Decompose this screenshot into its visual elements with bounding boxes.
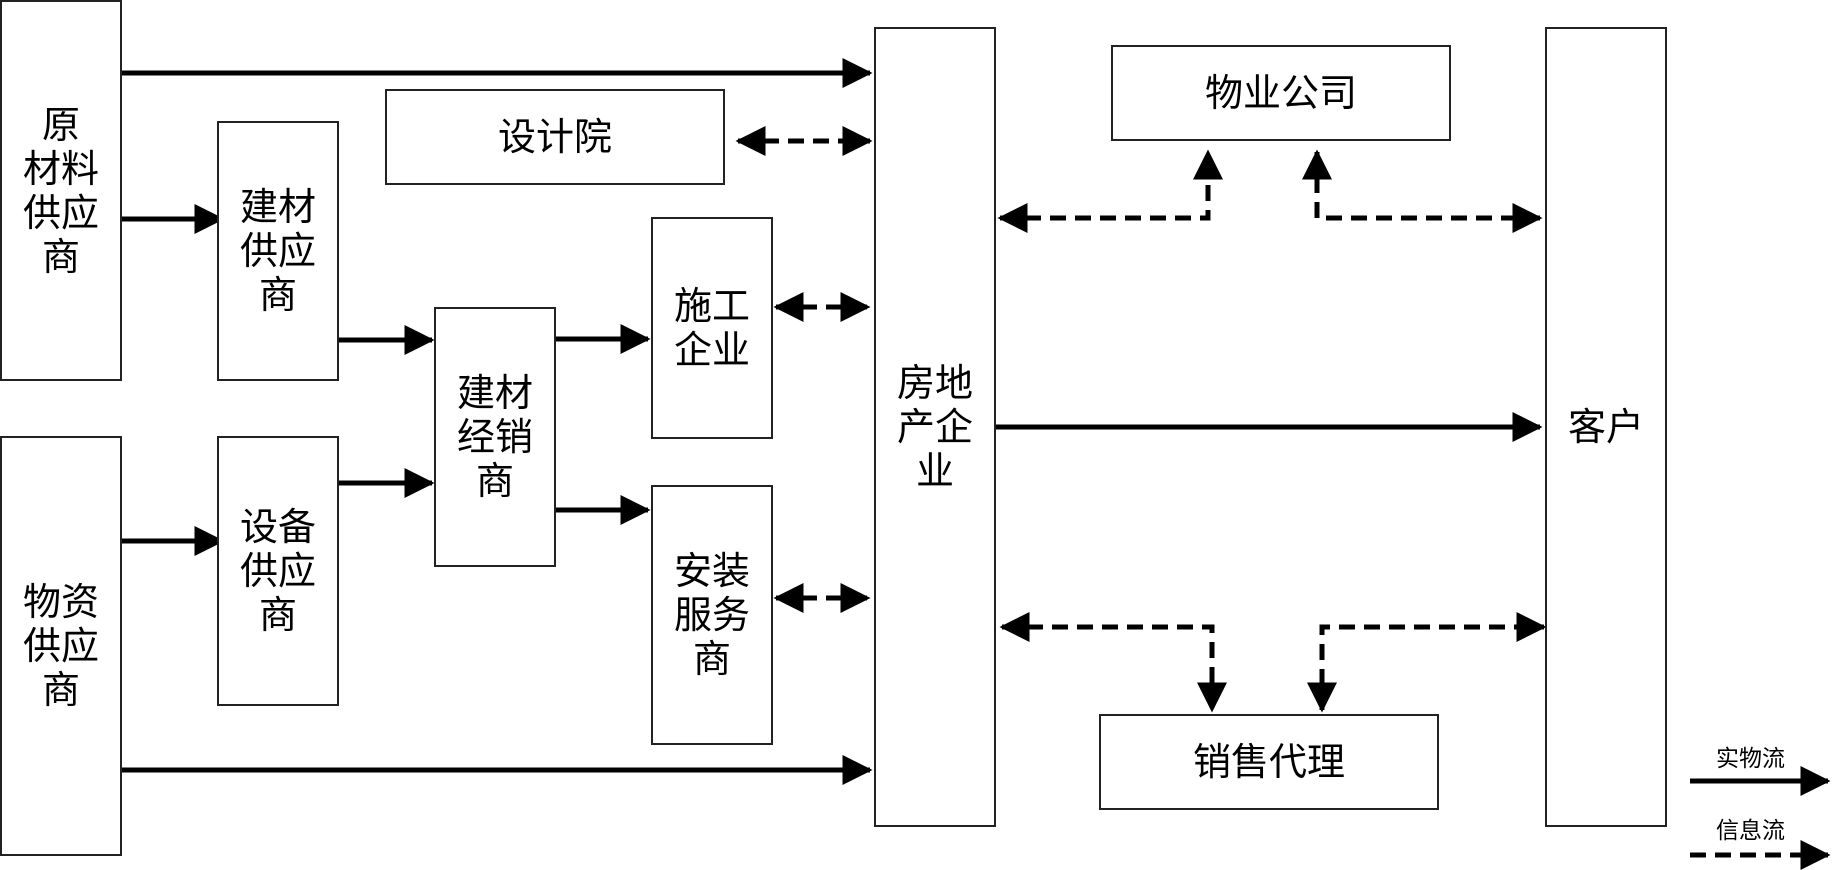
building-material-supplier-label: 建材 供应 商 [239,185,316,317]
legend-information-flow-label: 信息流 [1716,818,1785,844]
material-goods-supplier-box: 物资 供应 商 [0,436,122,856]
building-material-supplier-box: 建材 供应 商 [217,121,339,381]
info-realestate-sales [999,612,1227,713]
equipment-supplier-label: 设备 供应 商 [239,505,316,637]
legend-physical-flow-label: 实物流 [1716,746,1785,772]
property-company-label: 物业公司 [1204,71,1357,115]
design-institute-label: 设计院 [497,115,612,159]
customer-label: 客户 [1567,405,1644,449]
installation-service-provider-box: 安装 服务 商 [651,485,773,745]
info-realestate-property [997,149,1223,233]
real-estate-enterprise-box: 房地 产企 业 [874,27,996,827]
equipment-supplier-box: 设备 供应 商 [217,436,339,706]
raw-material-supplier-label: 原 材料 供应 商 [22,102,99,279]
sales-agent-box: 销售代理 [1099,714,1439,810]
construction-enterprise-box: 施工 企业 [651,217,773,439]
info-sales-customer [1307,612,1547,713]
customer-box: 客户 [1545,27,1667,827]
building-material-distributor-label: 建材 经销 商 [456,371,533,503]
info-property-customer [1302,149,1543,233]
sales-agent-label: 销售代理 [1192,740,1345,784]
real-estate-enterprise-label: 房地 产企 业 [896,361,973,493]
building-material-distributor-box: 建材 经销 商 [434,307,556,567]
installation-service-provider-label: 安装 服务 商 [673,549,750,681]
raw-material-supplier-box: 原 材料 供应 商 [0,0,122,381]
material-goods-supplier-label: 物资 供应 商 [22,580,99,712]
construction-enterprise-label: 施工 企业 [673,284,750,372]
property-company-box: 物业公司 [1111,45,1451,141]
design-institute-box: 设计院 [385,89,725,185]
